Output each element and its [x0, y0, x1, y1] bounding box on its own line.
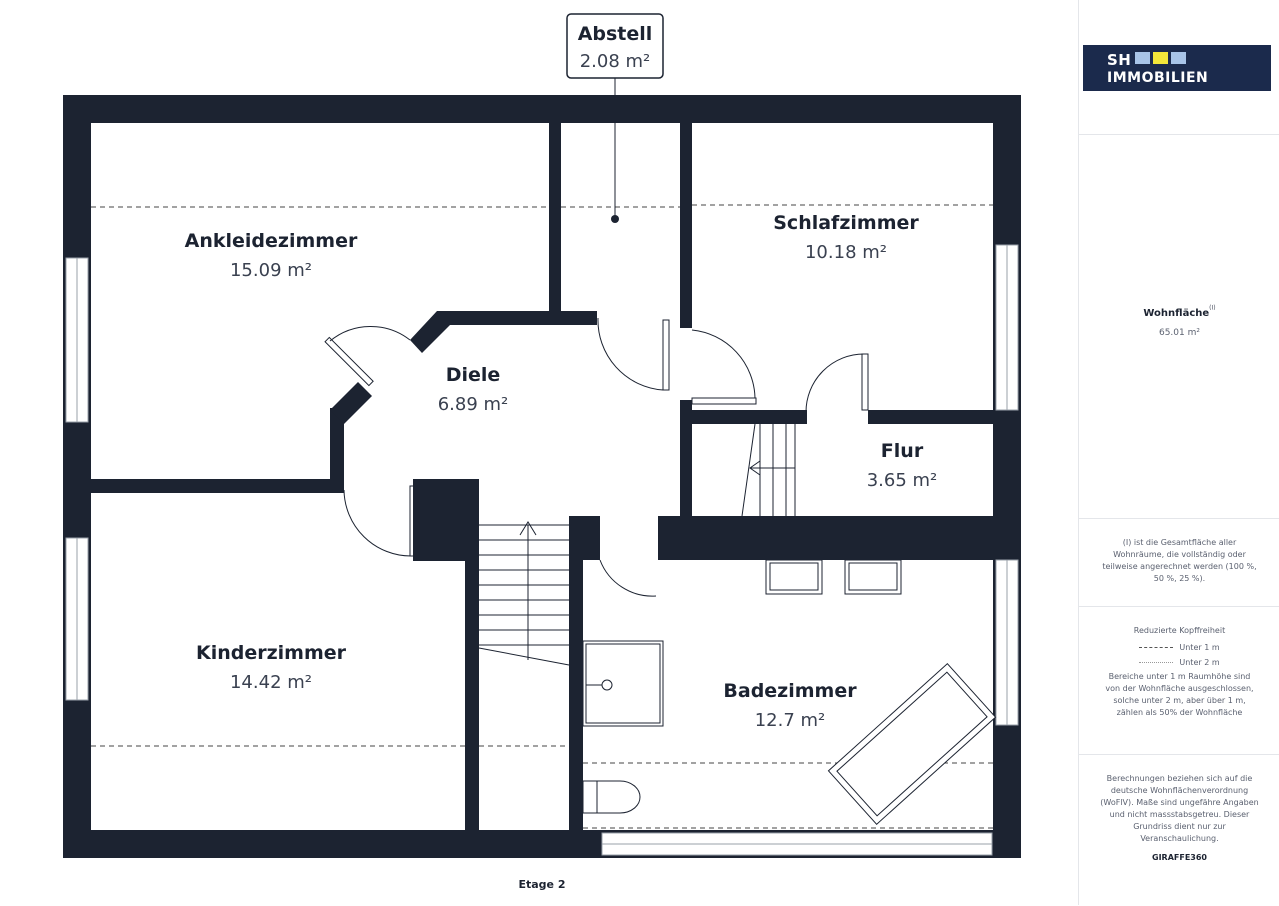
stairs	[478, 423, 796, 666]
room-area-kinderzimmer: 14.42 m²	[230, 672, 312, 693]
wohnflaeche-label: Wohnfläche	[1143, 308, 1210, 319]
room-area-ankleidezimmer: 15.09 m²	[230, 260, 312, 281]
headroom-lines	[91, 204, 993, 829]
room-name-flur: Flur	[881, 440, 924, 462]
room-area-schlafzimmer: 10.18 m²	[805, 242, 887, 263]
logo-square-icon	[1153, 52, 1168, 64]
disclaimer-text: Berechnungen beziehen sich auf die deuts…	[1100, 774, 1259, 843]
sidebar: SH IMMOBILIEN Wohnfläche(I) 65.01 m² (I)…	[1078, 0, 1279, 905]
area-note: (I) ist die Gesamtfläche aller Wohnräume…	[1102, 538, 1257, 583]
wohnflaeche-sup: (I)	[1209, 304, 1216, 312]
legend-title: Reduzierte Kopffreiheit	[1133, 626, 1226, 635]
floor-label: Etage 2	[518, 878, 565, 891]
legend-row-under1: Unter 1 m	[1079, 643, 1279, 652]
wohnflaeche-value: 65.01 m²	[1158, 328, 1200, 338]
company-logo: SH IMMOBILIEN	[1083, 45, 1271, 91]
legend-text: Bereiche unter 1 m Raumhöhe sind von der…	[1105, 672, 1254, 717]
note-section: (I) ist die Gesamtfläche aller Wohnräume…	[1079, 518, 1279, 607]
logo-square-icon	[1171, 52, 1186, 64]
logo-text-sh: SH	[1107, 51, 1132, 69]
doors	[324, 317, 869, 597]
room-name-ankleidezimmer: Ankleidezimmer	[185, 230, 358, 252]
legend-section: Reduzierte Kopffreiheit Unter 1 m Unter …	[1079, 606, 1279, 755]
room-area-badezimmer: 12.7 m²	[755, 710, 826, 731]
dotted-line-icon	[1139, 662, 1174, 663]
brand-label: GIRAFFE360	[1152, 853, 1207, 862]
room-area-diele: 6.89 m²	[438, 394, 509, 415]
room-area-flur: 3.65 m²	[867, 470, 938, 491]
logo-text-immobilien: IMMOBILIEN	[1107, 70, 1209, 86]
room-name-diele: Diele	[446, 364, 501, 386]
legend-row-under2: Unter 2 m	[1079, 658, 1279, 667]
room-area-abstell: 2.08 m²	[580, 51, 651, 72]
logo-square-icon	[1135, 52, 1150, 64]
room-name-abstell: Abstell	[578, 23, 653, 45]
bathroom-fixtures	[582, 559, 997, 825]
disclaimer-section: Berechnungen beziehen sich auf die deuts…	[1079, 754, 1279, 906]
room-name-kinderzimmer: Kinderzimmer	[196, 642, 347, 664]
room-name-badezimmer: Badezimmer	[723, 680, 857, 702]
room-name-schlafzimmer: Schlafzimmer	[773, 212, 919, 234]
dashed-line-icon	[1139, 647, 1174, 648]
wohnflaeche-section: Wohnfläche(I) 65.01 m²	[1079, 134, 1279, 519]
